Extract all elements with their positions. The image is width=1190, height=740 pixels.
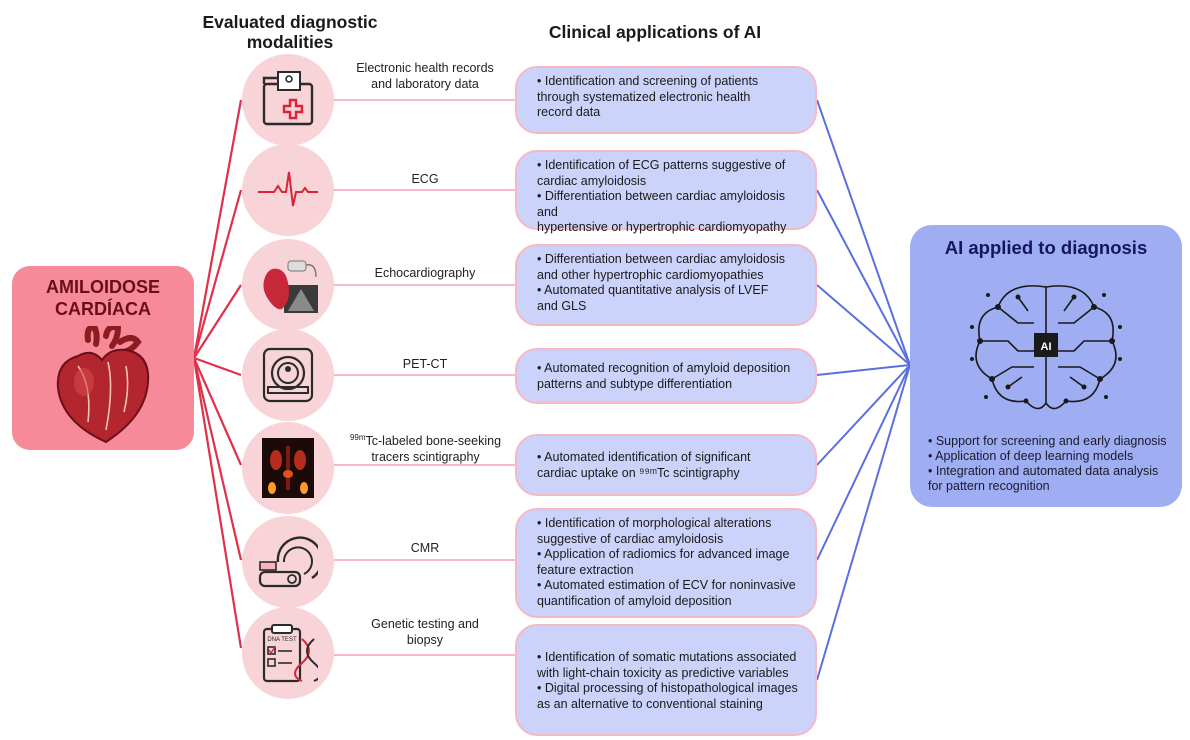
modality-circle-echo xyxy=(242,239,334,331)
application-box-scintigraphy: • Automated identification of significan… xyxy=(515,434,817,496)
ai-diagnosis-panel: AI applied to diagnosis AI • Support for… xyxy=(910,225,1182,507)
application-line: cardiac uptake on ⁹⁹ᵐTc scintigraphy xyxy=(537,465,740,480)
anatomical-heart-icon xyxy=(56,326,150,444)
disease-panel: AMILOIDOSE CARDÍACA xyxy=(12,266,194,450)
ai-bullet: • Support for screening and early diagno… xyxy=(928,434,1167,448)
application-line: and other hypertrophic cardiomyopathies xyxy=(537,267,764,282)
application-line: • Automated recognition of amyloid depos… xyxy=(537,361,791,375)
disease-title: AMILOIDOSE CARDÍACA xyxy=(12,276,194,320)
ai-panel-title: AI applied to diagnosis xyxy=(944,237,1148,258)
application-line: • Identification of ECG patterns suggest… xyxy=(537,158,786,172)
modality-label-echo: Echocardiography xyxy=(374,266,476,280)
modality-label-text: Tc-labeled bone-seeking xyxy=(365,434,502,449)
modality-circle-cmr xyxy=(242,516,334,608)
modalities-header: Evaluated diagnostic modalities xyxy=(202,12,378,52)
application-box-ecg: • Identification of ECG patterns suggest… xyxy=(515,150,817,234)
modality-label-line: and laboratory data xyxy=(371,77,479,91)
application-line: • Identification and screening of patien… xyxy=(537,74,759,88)
application-line: • Digital processing of histopathologica… xyxy=(537,681,798,695)
modality-label-cmr: CMR xyxy=(410,541,440,555)
application-box-echo: • Differentiation between cardiac amyloi… xyxy=(515,244,817,326)
svg-text:DNA TEST: DNA TEST xyxy=(267,637,297,643)
modality-circle-genetic: DNA TEST xyxy=(242,607,334,699)
mri-scanner-icon xyxy=(258,536,318,588)
ecg-waveform-icon xyxy=(258,171,318,207)
modality-label-line: 99mTc-labeled bone-seeking xyxy=(338,430,513,449)
health-records-icon xyxy=(262,71,314,126)
applications-header: Clinical applications of AI xyxy=(548,22,762,42)
modality-circle-scintigraphy xyxy=(242,422,334,514)
application-line: • Identification of somatic mutations as… xyxy=(537,650,797,664)
modality-circle-petct xyxy=(242,329,334,421)
application-line: and GLS xyxy=(537,298,587,313)
modality-label-line: Electronic health records xyxy=(356,61,494,75)
application-box-health-records: • Identification and screening of patien… xyxy=(515,66,817,134)
ai-brain-circuit-icon: AI xyxy=(970,285,1122,410)
modality-label-line: biopsy xyxy=(406,633,444,647)
application-line: • Differentiation between cardiac amyloi… xyxy=(537,252,786,266)
disease-title-line1: AMILOIDOSE xyxy=(45,277,160,297)
application-box-petct: • Automated recognition of amyloid depos… xyxy=(515,348,817,404)
modality-label-line: tracers scintigraphy xyxy=(371,450,480,465)
scintigraphy-image-icon xyxy=(262,438,314,498)
application-line: • Automated estimation of ECV for noninv… xyxy=(537,578,796,592)
pet-ct-scanner-icon xyxy=(262,347,314,403)
application-box-cmr: • Identification of morphological altera… xyxy=(515,508,817,618)
modality-label-genetic: Genetic testing and biopsy xyxy=(345,616,505,648)
echocardiography-icon xyxy=(263,260,318,313)
modality-circle-health-records xyxy=(242,54,334,146)
application-line: • Automated quantitative analysis of LVE… xyxy=(537,283,769,297)
application-line: quantification of amyloid deposition xyxy=(537,593,732,608)
application-box-genetic: • Identification of somatic mutations as… xyxy=(515,624,817,736)
disease-title-line2: CARDÍACA xyxy=(55,299,151,319)
ai-bullet: for pattern recognition xyxy=(928,479,1050,493)
application-line: • Differentiation between cardiac amyloi… xyxy=(537,189,786,219)
modality-label-line: Genetic testing and xyxy=(371,617,479,631)
application-line: • Application of radiomics for advanced … xyxy=(537,547,790,561)
isotope-superscript: 99m xyxy=(349,433,366,442)
ai-chip-label: AI xyxy=(1041,341,1052,353)
application-line: • Identification of morphological altera… xyxy=(537,516,772,530)
application-line: record data xyxy=(537,105,601,119)
application-line: • Automated identification of significan… xyxy=(537,450,751,464)
modality-label-health-records: Electronic health records and laboratory… xyxy=(345,60,505,92)
application-line: suggestive of cardiac amyloidosis xyxy=(537,531,724,546)
application-line: feature extraction xyxy=(537,562,634,577)
ai-bullet: • Application of deep learning models xyxy=(928,449,1134,463)
application-line: through systematized electronic health xyxy=(537,89,751,104)
application-line: hypertensive or hypertrophic cardiomyopa… xyxy=(537,220,787,234)
modality-label-ecg: ECG xyxy=(411,172,439,186)
modality-label-scintigraphy: 99mTc-labeled bone-seeking tracers scint… xyxy=(338,430,513,465)
ai-bullet: • Integration and automated data analysi… xyxy=(928,464,1159,478)
modality-label-petct: PET-CT xyxy=(402,357,448,371)
application-line: as an alternative to conventional staini… xyxy=(537,696,763,711)
dna-test-clipboard-icon: DNA TEST xyxy=(262,624,318,683)
application-line: cardiac amyloidosis xyxy=(537,173,647,188)
application-line: with light-chain toxicity as predictive … xyxy=(537,665,789,680)
modality-circle-ecg xyxy=(242,144,334,236)
application-line: patterns and subtype differentiation xyxy=(537,376,733,391)
